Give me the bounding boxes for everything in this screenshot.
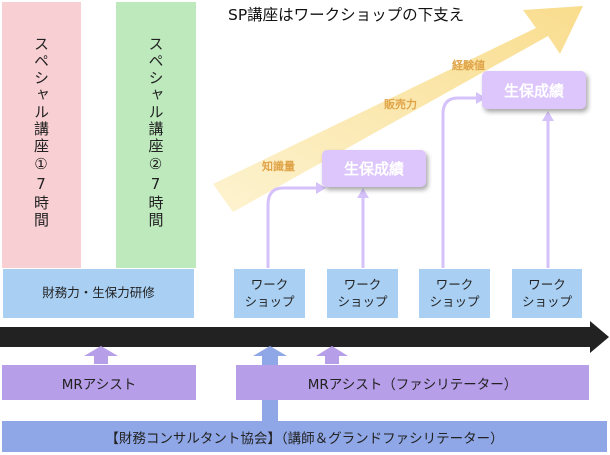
result-box-2: 生保成績 (482, 71, 586, 109)
mr-assist-left: MRアシスト (2, 365, 196, 400)
association-bar: 【財務コンサルタント協会】（講師＆グランドファシリテーター） (2, 421, 607, 452)
special-lecture-2: スペシャル講座②7時間 (116, 2, 196, 268)
timeline-arrow (0, 321, 609, 353)
workshop-4: ワーク ショップ (511, 268, 583, 319)
workshop-3: ワーク ショップ (418, 268, 491, 319)
workshop-1: ワーク ショップ (233, 268, 306, 319)
workshop-2: ワーク ショップ (326, 268, 399, 319)
result-box-1: 生保成績 (322, 150, 426, 187)
result-connectors (266, 96, 550, 269)
special-lecture-1: スペシャル講座①7時間 (2, 2, 81, 268)
connector-arrowheads (316, 92, 554, 198)
growth-arrow (213, 6, 583, 212)
skill-label-experience: 経験値 (452, 59, 485, 72)
page-title: SP講座はワークショップの下支え (228, 6, 465, 24)
special-lecture-2-label: スペシャル講座②7時間 (146, 36, 165, 229)
skill-label-knowledge: 知識量 (262, 160, 295, 173)
special-lecture-1-label: スペシャル講座①7時間 (32, 36, 50, 229)
skill-label-sales: 販売力 (384, 98, 417, 111)
training-box: 財務力・生保力研修 (2, 268, 195, 319)
mr-assist-right: MRアシスト（ファシリテーター） (236, 365, 589, 400)
